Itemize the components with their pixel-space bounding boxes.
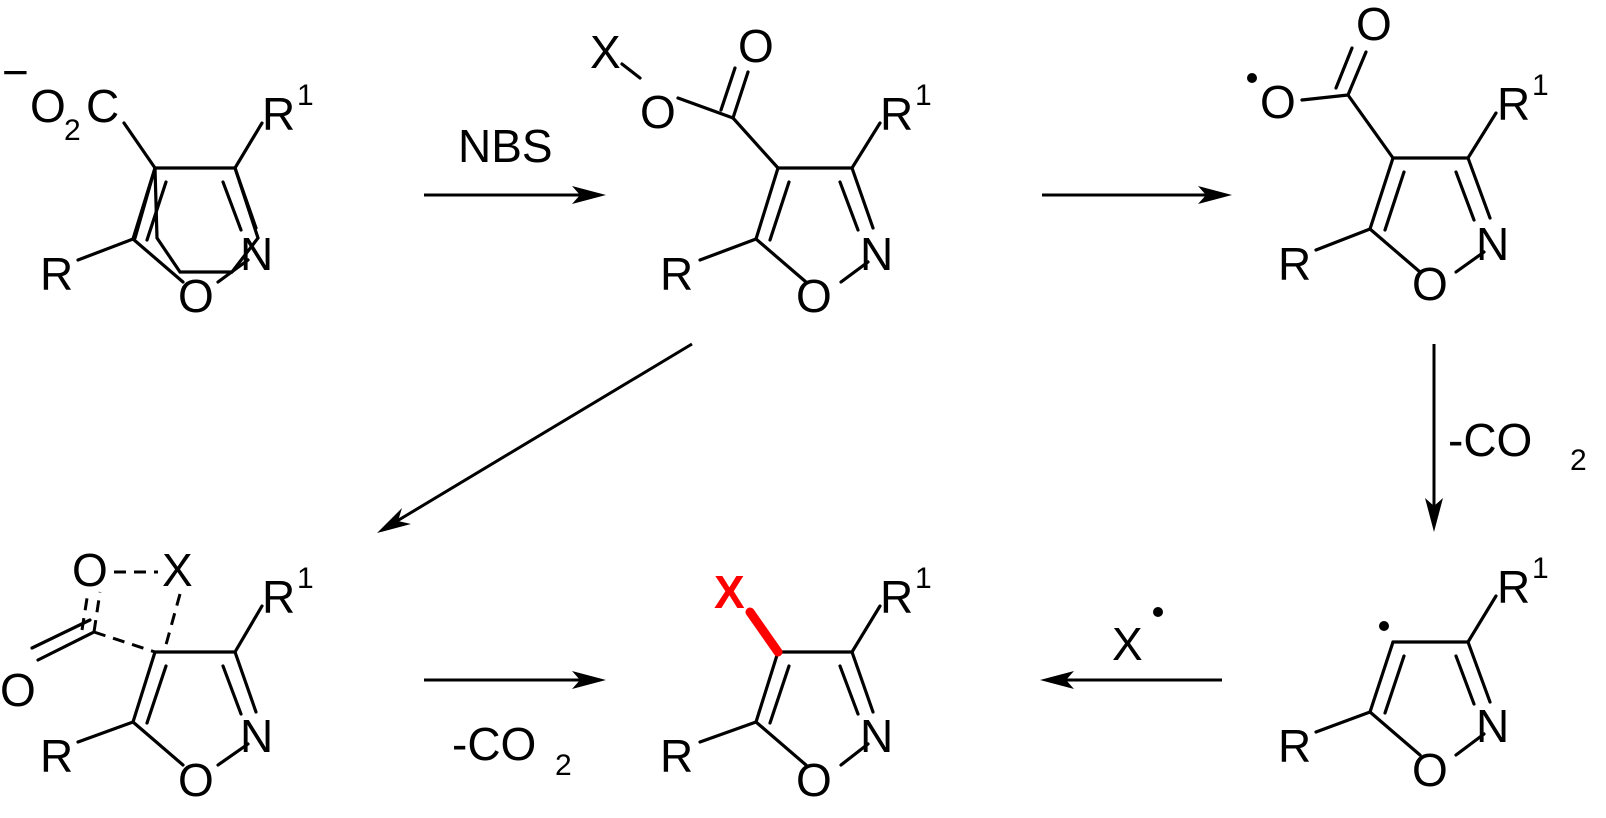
atom-R1-superscript: 1 [297, 79, 314, 112]
atom-R: R [660, 248, 693, 300]
atom-R1: R [262, 88, 295, 140]
molecule-transition-state: R N O R 1 O X O [0, 544, 314, 806]
arrow-homolysis [1042, 186, 1232, 204]
carboxylate-charge: − [2, 46, 29, 98]
carbonyl-O: O [738, 20, 774, 72]
atom-R1: R [880, 571, 913, 623]
molecule-acyl-hypohalite: R N O R 1 O O X [590, 20, 932, 322]
product-X: X [714, 566, 745, 618]
arrow-nbs: NBS [424, 120, 606, 204]
molecule-carboxylate: R N O R 1 − O 2 C [2, 46, 314, 322]
reagent-minus-co2: -CO [1448, 414, 1532, 466]
reagent-co2-subscript: 2 [555, 749, 572, 782]
atom-N: N [860, 228, 893, 280]
atom-R: R [660, 730, 693, 782]
radical-dot [1153, 607, 1163, 617]
atom-N: N [240, 228, 273, 280]
arrow-concerted [377, 342, 693, 533]
atom-R1-superscript: 1 [1532, 552, 1549, 585]
arrow-decarboxylation-bottom: -CO 2 [424, 671, 606, 782]
radical-dot [1247, 73, 1257, 83]
atom-R: R [1278, 720, 1311, 772]
radical-dot [1379, 621, 1389, 631]
atom-O: O [178, 754, 214, 806]
new-c-x-bond [745, 607, 783, 657]
radical-O: O [1260, 76, 1296, 128]
carbonyl-O: O [1356, 0, 1392, 50]
atom-R: R [1278, 238, 1311, 290]
atom-R1-superscript: 1 [915, 562, 932, 595]
atom-O: O [796, 754, 832, 806]
atom-R1: R [880, 88, 913, 140]
atom-N: N [240, 710, 273, 762]
atom-X: X [590, 26, 621, 78]
arrow-radical-capture: X [1040, 607, 1222, 689]
molecule-isoxazolyl-radical: R N O R 1 [1278, 552, 1549, 796]
ts-O-carbonyl: O [0, 664, 36, 716]
arrow-decarboxylation-right: -CO 2 [1425, 344, 1587, 532]
atom-O: O [178, 270, 214, 322]
ts-X: X [162, 544, 193, 596]
atom-O: O [1412, 744, 1448, 796]
reagent-x-radical: X [1112, 618, 1143, 670]
atom-N: N [1476, 700, 1509, 752]
atom-R1-superscript: 1 [1532, 69, 1549, 102]
molecule-product: R N O R 1 X [660, 562, 932, 806]
ester-O: O [640, 86, 676, 138]
molecule-carboxyl-radical: R N O R 1 O O [1247, 0, 1549, 310]
atom-R1: R [262, 571, 295, 623]
atom-R: R [40, 730, 73, 782]
carboxylate-sub-2: 2 [64, 114, 81, 147]
reagent-nbs: NBS [458, 120, 553, 172]
atom-N: N [860, 710, 893, 762]
ts-O-top: O [72, 544, 108, 596]
reagent-minus-co2: -CO [452, 718, 536, 770]
atom-R1-superscript: 1 [915, 79, 932, 112]
carboxylate-C: C [86, 80, 119, 132]
reagent-co2-subscript: 2 [1570, 444, 1587, 477]
atom-O: O [1412, 258, 1448, 310]
atom-R1: R [1497, 78, 1530, 130]
atom-N: N [1476, 218, 1509, 270]
atom-R1: R [1497, 561, 1530, 613]
atom-O: O [796, 270, 832, 322]
atom-R1-superscript: 1 [297, 562, 314, 595]
atom-R: R [40, 248, 73, 300]
carboxylate-O2: O [30, 80, 66, 132]
